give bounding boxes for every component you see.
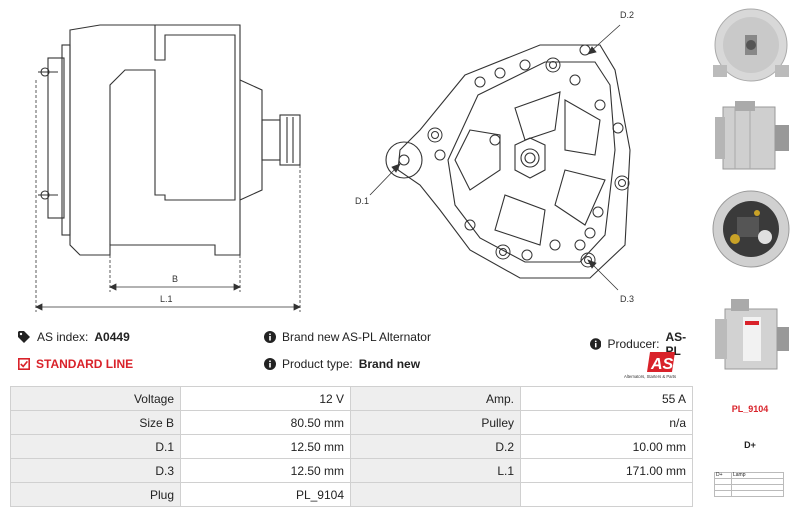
leader-lines — [369, 24, 621, 291]
dim-label-d1: D.1 — [355, 196, 369, 206]
spec-label: Pulley — [350, 410, 521, 435]
spec-label: Size B — [10, 410, 181, 435]
legend-cell — [714, 490, 732, 497]
logo-mark: AS — [650, 356, 674, 373]
photo-front-view[interactable] — [705, 5, 797, 93]
info-icon — [590, 338, 602, 350]
product-description: Brand new AS-PL Alternator — [282, 330, 431, 344]
logo-tagline: Alternators, Starters & Parts — [624, 374, 676, 379]
photo-label-view[interactable] — [705, 295, 797, 383]
photo-rear-view[interactable] — [705, 185, 797, 273]
terminal-label: D+ — [744, 440, 756, 450]
dimension-lines — [35, 80, 301, 312]
info-icon — [264, 358, 276, 370]
line-row: STANDARD LINE — [18, 357, 133, 371]
technical-drawings: B L.1 — [35, 10, 634, 312]
producer-row: Producer: AS-PL — [590, 330, 700, 358]
spec-label: D.3 — [10, 458, 181, 483]
spec-value: 80.50 mm — [180, 410, 351, 435]
standard-line-label: STANDARD LINE — [36, 357, 134, 371]
side-view-drawing — [38, 24, 301, 256]
dim-label-d2: D.2 — [620, 10, 634, 20]
spec-value: 171.00 mm — [520, 458, 693, 483]
dim-label-b: B — [172, 274, 178, 284]
spec-label: L.1 — [350, 458, 521, 483]
plug-legend-table: D+Lamp — [714, 472, 784, 497]
spec-value — [520, 482, 693, 507]
spec-value: PL_9104 — [180, 482, 351, 507]
spec-label: D.1 — [10, 434, 181, 459]
dim-label-l1: L.1 — [160, 294, 173, 304]
photo-side-view[interactable] — [705, 95, 797, 183]
product-type-label: Product type: — [282, 357, 353, 371]
as-index-value: A0449 — [94, 330, 130, 344]
checkbox-icon — [18, 358, 30, 370]
as-pl-logo: AS Alternators, Starters & Parts — [624, 352, 676, 379]
spec-value: 12.50 mm — [180, 434, 351, 459]
spec-label: Amp. — [350, 386, 521, 411]
dim-label-d3: D.3 — [620, 294, 634, 304]
as-index-label: AS index: — [37, 330, 89, 344]
product-sheet: B L.1 — [10, 10, 700, 507]
as-index-row: AS index: A0449 — [18, 330, 130, 344]
spec-value: 55 A — [520, 386, 693, 411]
front-view-drawing — [385, 44, 631, 279]
spec-label: Plug — [10, 482, 181, 507]
legend-row — [714, 490, 784, 497]
product-type-value: Brand new — [358, 357, 421, 371]
description-row: Brand new AS-PL Alternator — [264, 330, 431, 344]
spec-value: 12 V — [180, 386, 351, 411]
spec-label — [350, 482, 521, 507]
tag-icon — [18, 331, 30, 343]
producer-label: Producer: — [607, 337, 660, 351]
legend-cell — [731, 490, 784, 497]
spec-label: Voltage — [10, 386, 181, 411]
front-view-holes — [427, 44, 630, 268]
spec-value: 10.00 mm — [520, 434, 693, 459]
plug-code-label: PL_9104 — [731, 404, 769, 414]
product-type-row: Product type: Brand new — [264, 357, 420, 371]
product-photos-panel: PL_9104 D+ — [700, 0, 800, 519]
info-icon — [264, 331, 276, 343]
spec-label: D.2 — [350, 434, 521, 459]
spec-value: n/a — [520, 410, 693, 435]
spec-value: 12.50 mm — [180, 458, 351, 483]
